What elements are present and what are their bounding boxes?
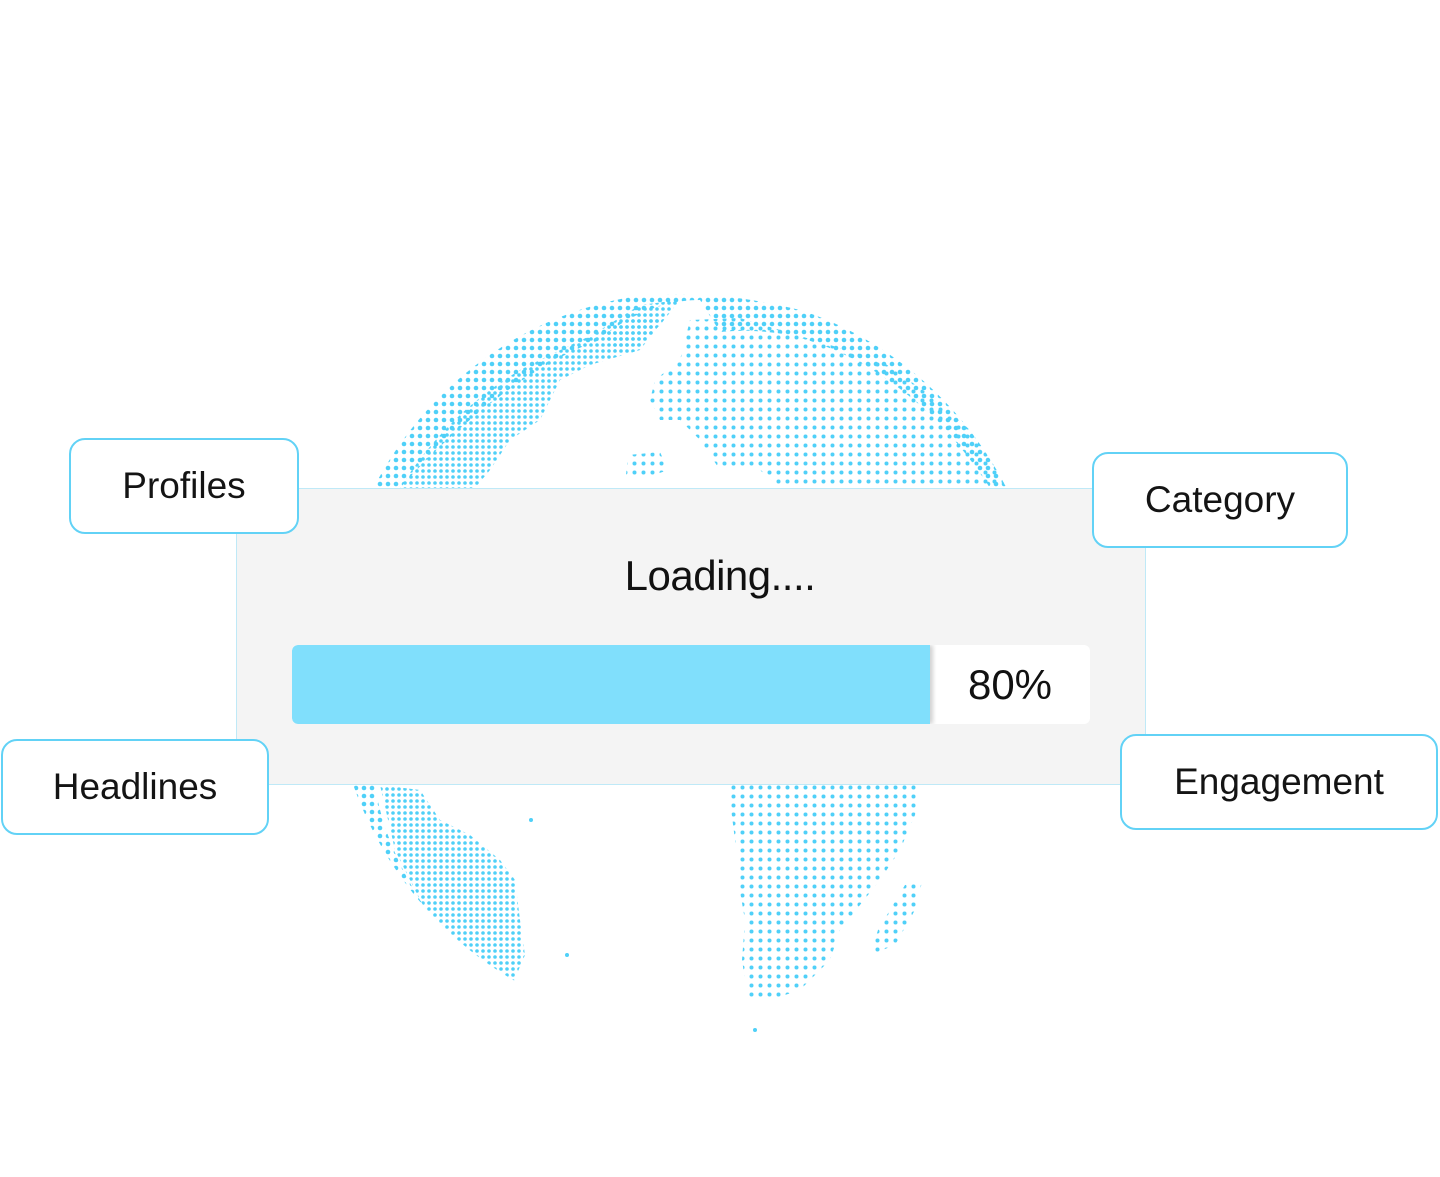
- headlines-tag[interactable]: Headlines: [1, 739, 269, 835]
- africa-land: [728, 785, 920, 1000]
- progress-bar-fill: [292, 645, 931, 724]
- madagascar-land: [870, 882, 922, 955]
- loading-panel: [236, 488, 1146, 785]
- south-america-land: [380, 785, 585, 1025]
- north-america-land: [400, 315, 665, 488]
- loading-status-text: Loading....: [624, 552, 816, 599]
- category-tag[interactable]: Category: [1092, 452, 1348, 548]
- category-tag-label: Category: [1144, 479, 1296, 520]
- engagement-tag-label: Engagement: [1174, 761, 1384, 802]
- profiles-tag[interactable]: Profiles: [69, 438, 299, 534]
- profiles-tag-label: Profiles: [122, 465, 246, 506]
- engagement-tag[interactable]: Engagement: [1120, 734, 1438, 830]
- headlines-tag-label: Headlines: [52, 766, 218, 807]
- europe-islands: [626, 452, 668, 480]
- eurasia-land: [650, 318, 1010, 488]
- progress-bar: [292, 645, 1090, 724]
- progress-percentage: 80%: [967, 661, 1053, 708]
- globe-rim-north: [360, 294, 1020, 488]
- greenland-land: [600, 300, 680, 350]
